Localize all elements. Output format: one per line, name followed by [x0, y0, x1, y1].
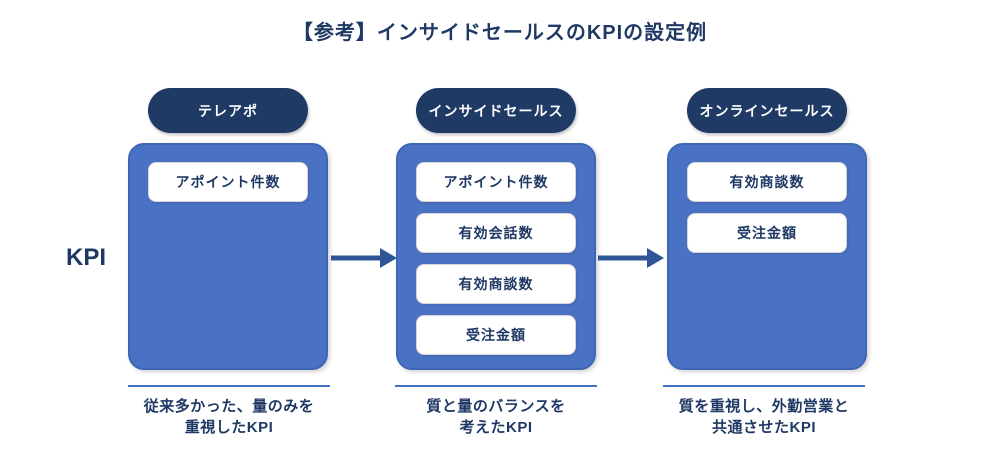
column-teleapo: テレアポ アポイント件数: [128, 88, 328, 370]
caption-line: 従来多かった、量のみを: [143, 398, 315, 415]
caption-line: 考えたKPI: [459, 419, 533, 436]
kpi-item: アポイント件数: [416, 162, 576, 202]
column-header-inside-sales: インサイドセールス: [416, 88, 576, 133]
column-online-sales: オンラインセールス 有効商談数 受注金額: [667, 88, 867, 370]
column-header-teleapo: テレアポ: [148, 88, 308, 133]
kpi-item: アポイント件数: [148, 162, 308, 202]
kpi-item: 有効商談数: [687, 162, 847, 202]
arrow-right-icon: [331, 248, 397, 268]
caption-underline: [395, 385, 597, 387]
caption-underline: [128, 385, 330, 387]
caption-line: 重視したKPI: [184, 419, 274, 436]
caption-online-sales: 質を重視し、外勤営業と 共通させたKPI: [663, 385, 865, 438]
kpi-container-online-sales: 有効商談数 受注金額: [667, 143, 867, 370]
caption-line: 質を重視し、外勤営業と: [678, 398, 850, 415]
caption-underline: [663, 385, 865, 387]
caption-teleapo: 従来多かった、量のみを 重視したKPI: [128, 385, 330, 438]
column-inside-sales: インサイドセールス アポイント件数 有効会話数 有効商談数 受注金額: [396, 88, 596, 370]
kpi-item: 受注金額: [416, 315, 576, 355]
caption-line: 質と量のバランスを: [426, 398, 566, 415]
kpi-axis-label: KPI: [66, 244, 107, 271]
column-header-online-sales: オンラインセールス: [687, 88, 847, 133]
kpi-item: 有効商談数: [416, 264, 576, 304]
kpi-item: 受注金額: [687, 213, 847, 253]
page-title: 【参考】インサイドセールスのKPIの設定例: [292, 22, 708, 44]
kpi-item: 有効会話数: [416, 213, 576, 253]
kpi-container-teleapo: アポイント件数: [128, 143, 328, 370]
caption-line: 共通させたKPI: [711, 419, 816, 436]
kpi-container-inside-sales: アポイント件数 有効会話数 有効商談数 受注金額: [396, 143, 596, 370]
caption-inside-sales: 質と量のバランスを 考えたKPI: [395, 385, 597, 438]
arrow-right-icon: [598, 248, 664, 268]
